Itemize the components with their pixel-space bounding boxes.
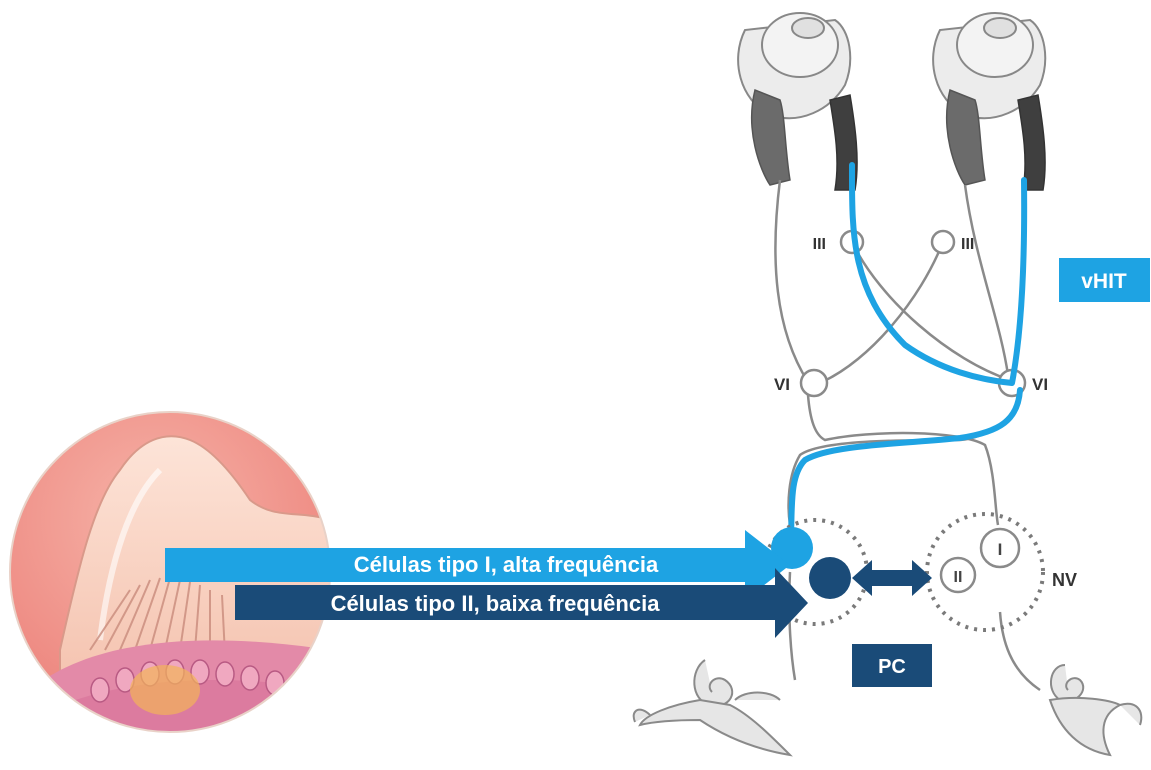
nucleus-ii-label: II <box>954 569 963 586</box>
nucleus-iii-right <box>932 231 954 253</box>
left-labyrinth <box>634 660 790 755</box>
nv-label: NV <box>1052 570 1077 590</box>
vhit-label: vHIT <box>1081 270 1127 293</box>
cn3-right-label: III <box>961 236 974 253</box>
nucleus-vi-left <box>801 370 827 396</box>
right-labyrinth <box>1050 665 1141 755</box>
type1-label: Células tipo I, alta frequência <box>354 552 659 577</box>
vhit-pathway <box>791 165 1024 540</box>
nucleus-i-label: I <box>998 540 1003 559</box>
type2-cell-dot <box>809 557 851 599</box>
cn6-left-label: VI <box>774 375 790 394</box>
type2-label: Células tipo II, baixa frequência <box>331 591 661 616</box>
left-eye <box>738 13 857 190</box>
cn6-right-label: VI <box>1032 375 1048 394</box>
cn3-left-label: III <box>813 236 826 253</box>
pc-label: PC <box>878 656 906 678</box>
right-eye <box>933 13 1045 190</box>
neural-pathways <box>775 180 1040 690</box>
